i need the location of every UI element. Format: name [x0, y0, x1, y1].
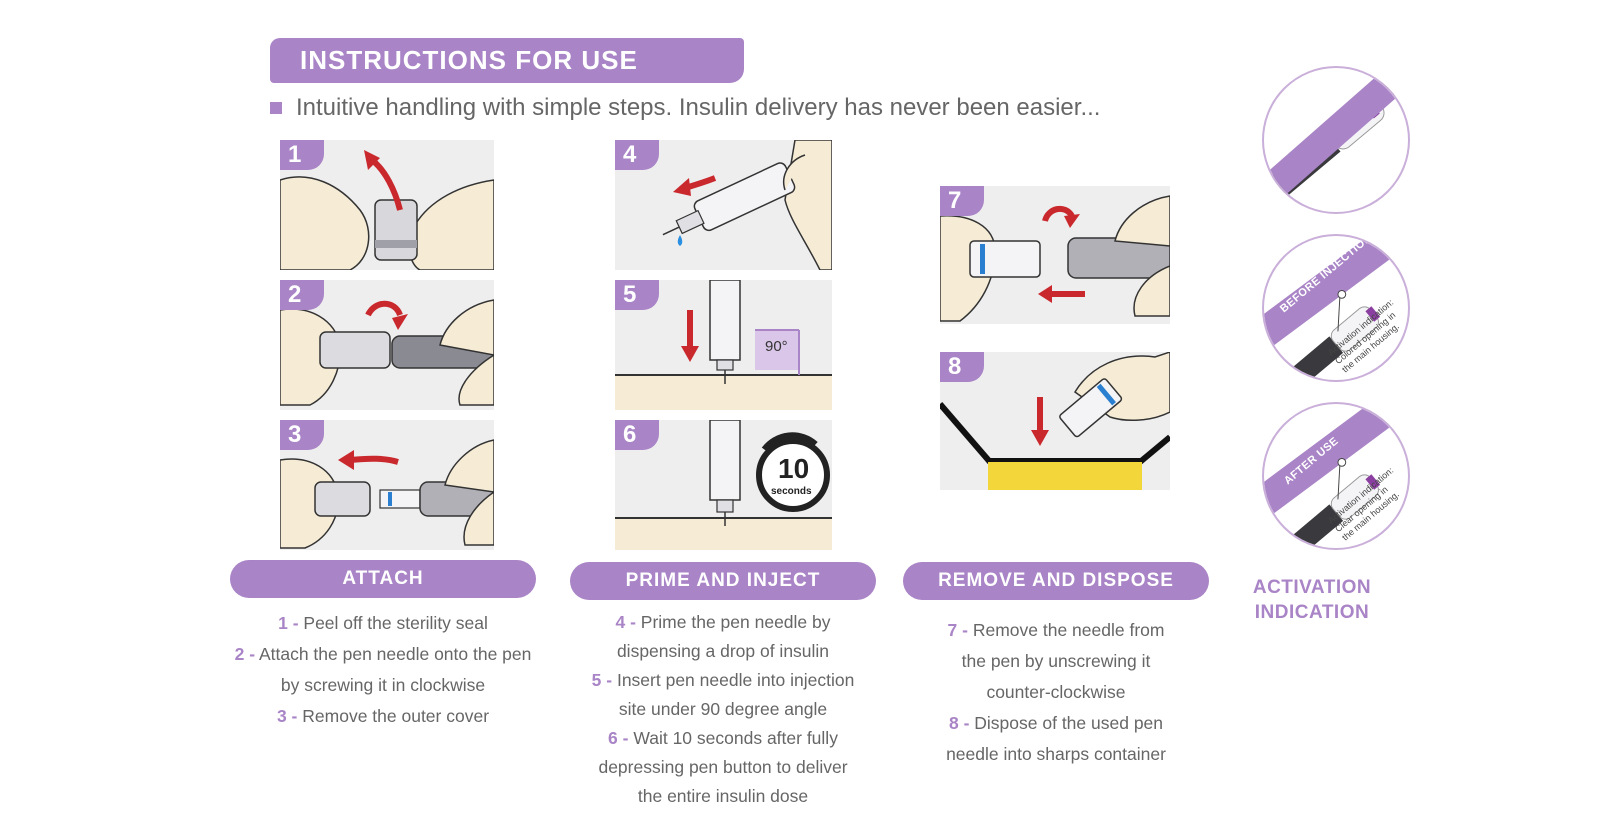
activation-indication-label: ACTIVATION INDICATION	[1252, 577, 1372, 623]
step-line: depressing pen button to deliver	[598, 757, 848, 777]
step-number-badge: 8	[940, 352, 984, 382]
step-line: the pen by unscrewing it	[961, 651, 1151, 671]
step-line: 1 - Peel off the sterility seal	[278, 613, 488, 633]
step-line: site under 90 degree angle	[618, 699, 828, 719]
panel-step-3: 3	[280, 420, 494, 550]
step-line: 4 - Prime the pen needle by	[615, 612, 831, 632]
section-label: ATTACH	[342, 568, 424, 589]
step-line: counter-clockwise	[986, 682, 1126, 702]
angle-label: 90°	[765, 338, 788, 355]
step-number-badge: 2	[280, 280, 324, 310]
arrow-icon	[1038, 285, 1052, 303]
step-line: dispensing a drop of insulin	[616, 641, 830, 661]
prime-drop-illustration	[662, 140, 832, 270]
arrow-icon	[1031, 430, 1049, 446]
insert-needle-illustration	[615, 280, 832, 410]
panel-step-7: 7	[940, 186, 1170, 324]
panel-step-4: 4	[615, 140, 832, 270]
step-number-badge: 6	[615, 420, 659, 450]
step-number-badge: 3	[280, 420, 324, 450]
screw-needle-illustration	[280, 299, 494, 406]
subtitle: Intuitive handling with simple steps. In…	[270, 93, 1100, 123]
step-number-badge: 5	[615, 280, 659, 310]
section-pill-attach: ATTACH	[230, 560, 536, 598]
panel-step-2: 2	[280, 280, 494, 410]
section-pill-prime: PRIME AND INJECT	[570, 562, 876, 600]
attach-steps: 1 - Peel off the sterility seal 2 - Atta…	[225, 608, 541, 732]
remove-steps: 7 - Remove the needle from the pen by un…	[898, 615, 1214, 770]
step-line: needle into sharps container	[946, 744, 1166, 764]
step-line: 7 - Remove the needle from	[947, 620, 1165, 640]
unscrew-needle-illustration	[940, 195, 1170, 322]
arrow-icon	[681, 346, 699, 362]
dispose-needle-illustration	[940, 352, 1170, 490]
hold-needle-illustration	[615, 420, 832, 550]
activation-circle-cover: WITH PROTECTIVE COVER	[1262, 66, 1410, 214]
arrow-icon	[364, 150, 380, 170]
step-line: 6 - Wait 10 seconds after fully	[608, 728, 838, 748]
arrow-icon	[338, 450, 354, 470]
pen-with-cover-illustration	[1264, 68, 1408, 212]
remove-cover-illustration	[280, 439, 494, 549]
section-label: REMOVE AND DISPOSE	[938, 570, 1174, 591]
step-line: 5 - Insert pen needle into injection	[591, 670, 855, 690]
step-line: 2 - Attach the pen needle onto the pen	[234, 644, 532, 664]
pen-after-use-illustration	[1264, 404, 1408, 548]
title-banner: INSTRUCTIONS FOR USE	[270, 38, 744, 83]
peel-seal-illustration	[280, 150, 494, 270]
step-number-badge: 1	[280, 140, 324, 170]
arrow-icon	[392, 314, 408, 330]
activation-circle-before: BEFORE INJECTION Activation indication: …	[1262, 234, 1410, 382]
bullet-square-icon	[270, 102, 282, 114]
pen-before-injection-illustration	[1264, 236, 1408, 380]
step-number-badge: 4	[615, 140, 659, 170]
section-label: PRIME AND INJECT	[625, 570, 821, 591]
panel-step-5: 90° 5	[615, 280, 832, 410]
section-pill-remove: REMOVE AND DISPOSE	[903, 562, 1209, 600]
panel-step-1: 1	[280, 140, 494, 270]
subtitle-text: Intuitive handling with simple steps. In…	[296, 94, 1101, 121]
timer-value: 10	[778, 453, 810, 484]
timer-icon	[756, 438, 830, 512]
prime-steps: 4 - Prime the pen needle by dispensing a…	[565, 608, 881, 811]
panel-step-6: 10 seconds 6	[615, 420, 832, 550]
step-line: the entire insulin dose	[637, 786, 809, 806]
step-number-badge: 7	[940, 186, 984, 216]
activation-circle-after: AFTER USE Activation indication: Clear o…	[1262, 402, 1410, 550]
step-line: 8 - Dispose of the used pen	[948, 713, 1164, 733]
step-line: 3 - Remove the outer cover	[276, 706, 490, 726]
step-line: by screwing it in clockwise	[280, 675, 486, 695]
page-title: INSTRUCTIONS FOR USE	[300, 45, 638, 75]
timer-unit: seconds	[771, 486, 812, 497]
arrow-icon	[1064, 214, 1080, 228]
arrow-icon	[673, 178, 691, 196]
panel-step-8: 8	[940, 352, 1170, 490]
